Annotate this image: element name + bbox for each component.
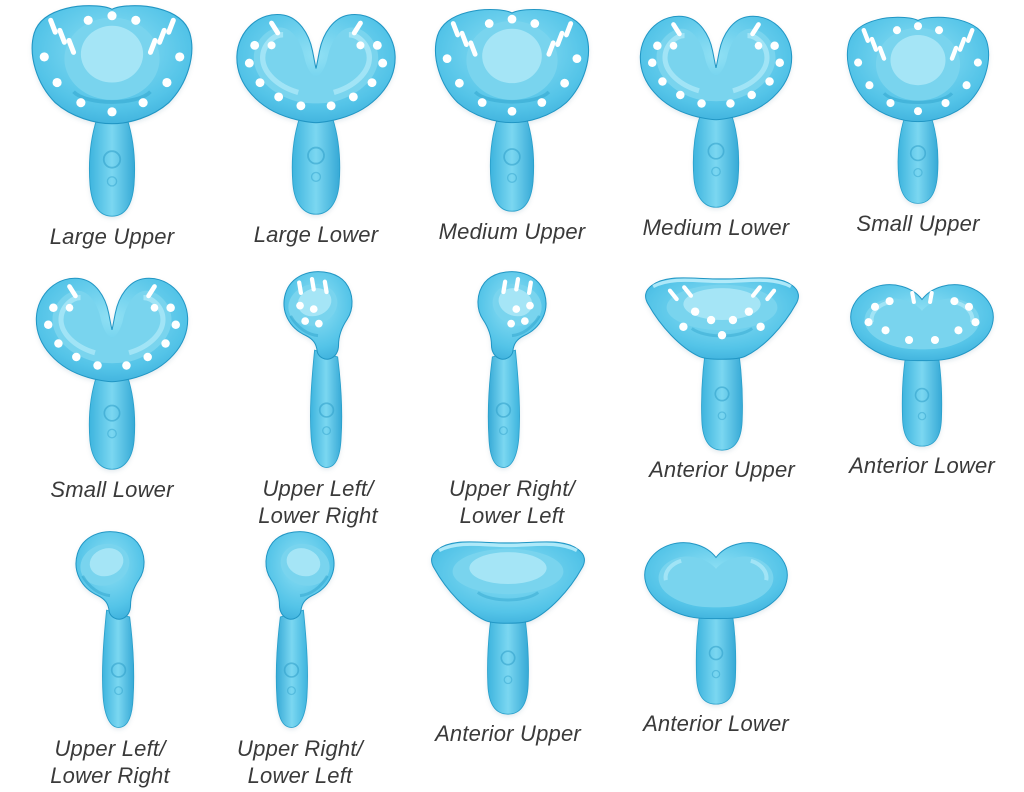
- tray-item-medium-upper: Medium Upper: [412, 6, 612, 246]
- tray-item-anterior-upper-plain: Anterior Upper: [413, 532, 603, 748]
- tray-image-full-lower-perforated: [227, 8, 405, 216]
- tray-image-quadrant-left-plain: [50, 528, 170, 730]
- tray-label-small-upper: Small Upper: [856, 211, 980, 236]
- tray-image-full-lower-perforated: [631, 10, 801, 209]
- tray-item-anterior-upper-perforated: Anterior Upper: [627, 268, 817, 484]
- tray-item-small-lower: Small Lower: [12, 272, 212, 504]
- tray-image-anterior-upper-plain: [424, 532, 592, 715]
- tray-image-anterior-upper-perforated: [638, 268, 806, 451]
- tray-label-quadrant-upper-left-plain: Upper Left/ Lower Right: [50, 736, 170, 788]
- tray-label-anterior-lower: Anterior Lower: [849, 453, 995, 478]
- tray-label-medium-upper: Medium Upper: [438, 219, 586, 244]
- tray-image-quadrant-left-perforated: [258, 268, 378, 470]
- tray-image-full-upper-perforated: [837, 14, 999, 205]
- tray-item-medium-lower: Medium Lower: [616, 10, 816, 242]
- tray-item-quadrant-upper-right-perforated: Upper Right/ Lower Left: [427, 268, 597, 530]
- tray-item-anterior-lower-plain: Anterior Lower: [621, 538, 811, 738]
- tray-image-full-lower-perforated: [27, 272, 197, 471]
- tray-image-quadrant-right-perforated: [452, 268, 572, 470]
- tray-label-quadrant-upper-right-plain: Upper Right/ Lower Left: [237, 736, 363, 788]
- tray-label-large-lower: Large Lower: [253, 222, 379, 247]
- tray-item-quadrant-upper-left-plain: Upper Left/ Lower Right: [20, 528, 200, 790]
- tray-label-anterior-upper-plain: Anterior Upper: [435, 721, 581, 746]
- tray-item-quadrant-upper-left-perforated: Upper Left/ Lower Right: [233, 268, 403, 530]
- tray-item-anterior-lower-perforated: Anterior Lower: [827, 280, 1017, 480]
- tray-label-medium-lower: Medium Lower: [642, 215, 790, 240]
- tray-item-small-upper: Small Upper: [818, 14, 1018, 238]
- tray-label-anterior-upper: Anterior Upper: [649, 457, 795, 482]
- tray-label-large-upper: Large Upper: [49, 224, 175, 249]
- tray-image-anterior-lower-perforated: [841, 280, 1003, 447]
- tray-label-quadrant-upper-right: Upper Right/ Lower Left: [449, 476, 575, 528]
- tray-item-quadrant-upper-right-plain: Upper Right/ Lower Left: [210, 528, 390, 790]
- tray-item-large-upper: Large Upper: [12, 2, 212, 251]
- tray-label-anterior-lower-plain: Anterior Lower: [643, 711, 789, 736]
- tray-item-large-lower: Large Lower: [216, 8, 416, 249]
- tray-image-full-upper-perforated: [424, 6, 600, 213]
- tray-label-small-lower: Small Lower: [50, 477, 174, 502]
- tray-label-quadrant-upper-left: Upper Left/ Lower Right: [258, 476, 378, 528]
- tray-image-quadrant-right-plain: [240, 528, 360, 730]
- tray-image-full-upper-perforated: [20, 2, 204, 218]
- tray-image-anterior-lower-plain: [635, 538, 797, 705]
